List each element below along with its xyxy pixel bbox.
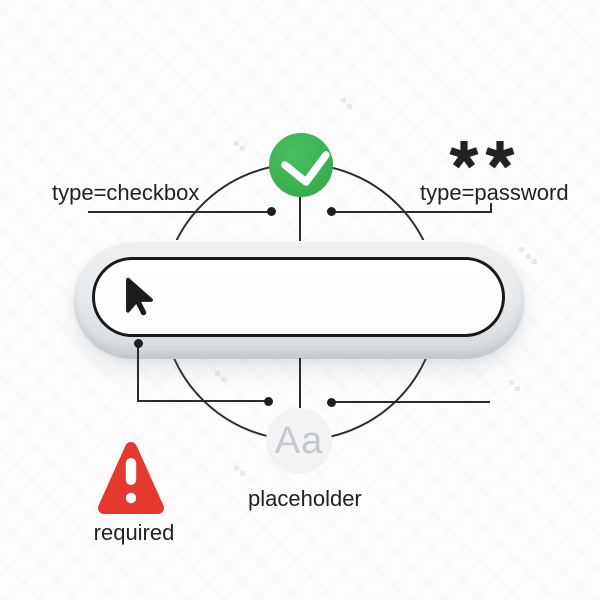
sparkle-dot <box>234 141 239 146</box>
placeholder-aa-badge: Aa <box>266 408 332 474</box>
connector-dot <box>264 397 273 406</box>
sparkle-dot <box>341 98 346 103</box>
label-placeholder: placeholder <box>248 486 362 511</box>
label-required: required <box>93 520 175 545</box>
sparkle-dot <box>526 254 531 259</box>
connector-dot <box>326 207 336 216</box>
sparkle-dot <box>234 466 239 471</box>
connector-password-stub <box>490 203 492 212</box>
sparkle-dot <box>515 386 520 391</box>
sparkle-dot <box>240 146 245 151</box>
connector-dot <box>266 207 276 216</box>
sparkle-dot <box>240 471 245 476</box>
checkbox-check-badge <box>269 133 333 197</box>
connector-bottom-right-line <box>331 401 490 403</box>
input-field-inner <box>92 257 505 337</box>
sparkle-dot <box>519 247 524 252</box>
connector-aa-vertical <box>299 358 301 408</box>
connector-elbow-horizontal <box>137 400 269 402</box>
connector-password-line <box>331 210 492 213</box>
aa-sample-text: Aa <box>274 419 324 462</box>
connector-check-vertical <box>299 197 301 241</box>
label-type-checkbox: type=checkbox <box>52 180 200 205</box>
asterisks-icon <box>449 141 515 169</box>
sparkle-dot <box>347 104 352 109</box>
check-icon <box>281 151 330 186</box>
sparkle-dot <box>509 380 514 385</box>
connector-dot <box>133 339 143 348</box>
label-type-password: type=password <box>420 180 569 205</box>
connector-dot <box>326 398 336 407</box>
connector-elbow-vertical <box>137 343 139 402</box>
connector-checkbox-line <box>88 210 271 213</box>
cursor-arrow-icon <box>126 277 153 316</box>
sparkle-dot <box>532 259 537 264</box>
warning-triangle-icon <box>98 442 164 514</box>
